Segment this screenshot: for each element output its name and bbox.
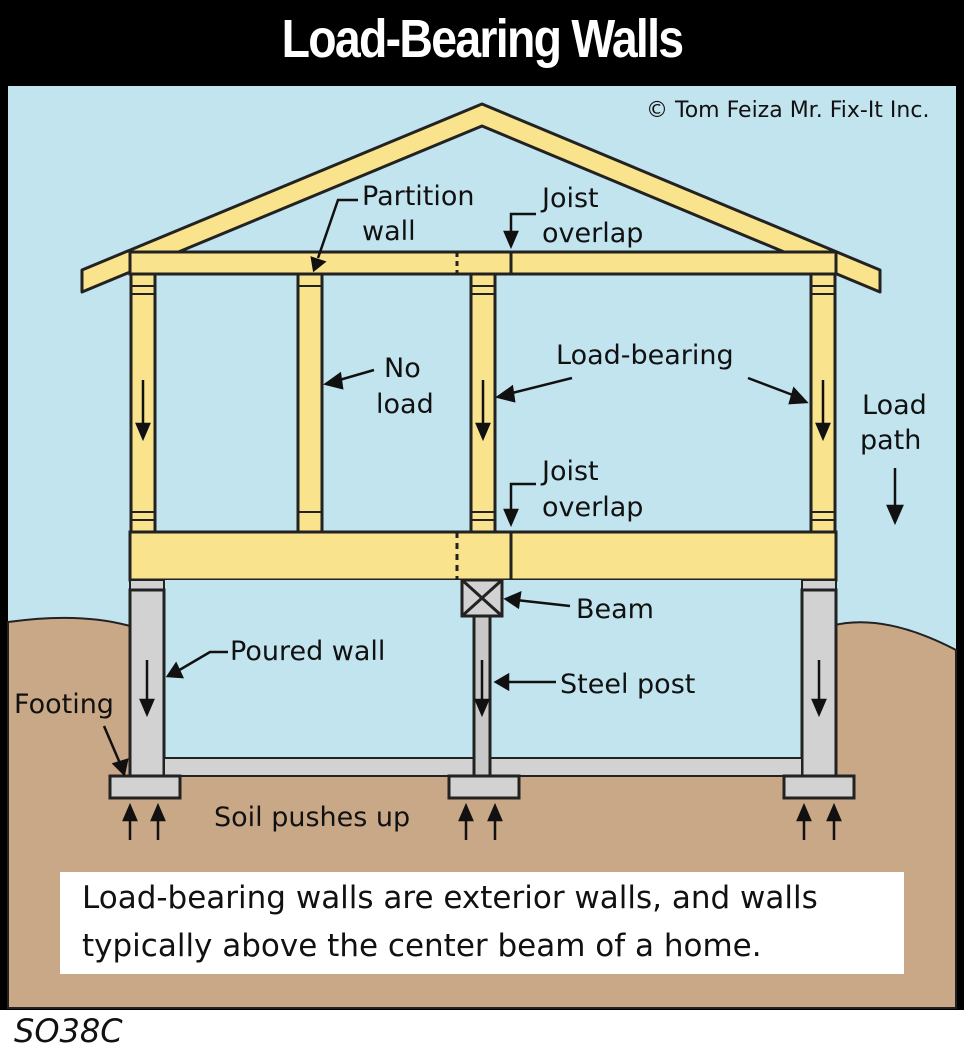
- label-joist-overlap-mid-line2: overlap: [542, 492, 643, 523]
- label-joist-overlap-top-line1: Joist: [540, 183, 599, 214]
- caption-line-2: typically above the center beam of a hom…: [82, 928, 762, 964]
- label-footing: Footing: [14, 689, 114, 720]
- diagram-title: Load-Bearing Walls: [281, 9, 685, 69]
- diagram-code: SO38C: [14, 1012, 123, 1050]
- label-partition-wall-line1: Partition: [362, 181, 475, 212]
- label-partition-wall-line2: wall: [362, 216, 416, 247]
- ceiling-joist: [128, 250, 838, 276]
- label-joist-overlap-mid-line1: Joist: [540, 456, 599, 487]
- caption-box: Load-bearing walls are exterior walls, a…: [60, 872, 904, 974]
- footing-right: [782, 774, 856, 800]
- label-poured-wall: Poured wall: [230, 636, 385, 667]
- callout-leaders: [102, 198, 809, 777]
- label-joist-overlap-top-line2: overlap: [542, 218, 643, 249]
- label-load-path-line2: path: [860, 425, 921, 456]
- label-beam: Beam: [576, 594, 654, 625]
- copyright-notice: © Tom Feiza Mr. Fix-It Inc.: [646, 98, 929, 123]
- load-path-arrows: [135, 380, 904, 718]
- partition-wall: [296, 272, 324, 534]
- label-no-load-line2: load: [376, 389, 434, 420]
- label-no-load-line1: No: [384, 353, 421, 384]
- label-steel-post: Steel post: [560, 669, 695, 700]
- floor-joist: [128, 530, 838, 582]
- caption-line-1: Load-bearing walls are exterior walls, a…: [82, 880, 818, 916]
- roof-rafters: [80, 102, 882, 294]
- label-load-path-line1: Load: [862, 390, 927, 421]
- footing-center: [447, 774, 521, 800]
- center-beam: [460, 578, 504, 618]
- soil-push-arrows: [122, 802, 842, 840]
- label-soil-pushes-up: Soil pushes up: [214, 802, 410, 833]
- poured-wall-right: [800, 588, 838, 778]
- house-cross-section: © Tom Feiza Mr. Fix-It Inc. Partition wa…: [7, 86, 957, 1009]
- footing-left: [108, 774, 182, 800]
- label-load-bearing: Load-bearing: [556, 340, 734, 371]
